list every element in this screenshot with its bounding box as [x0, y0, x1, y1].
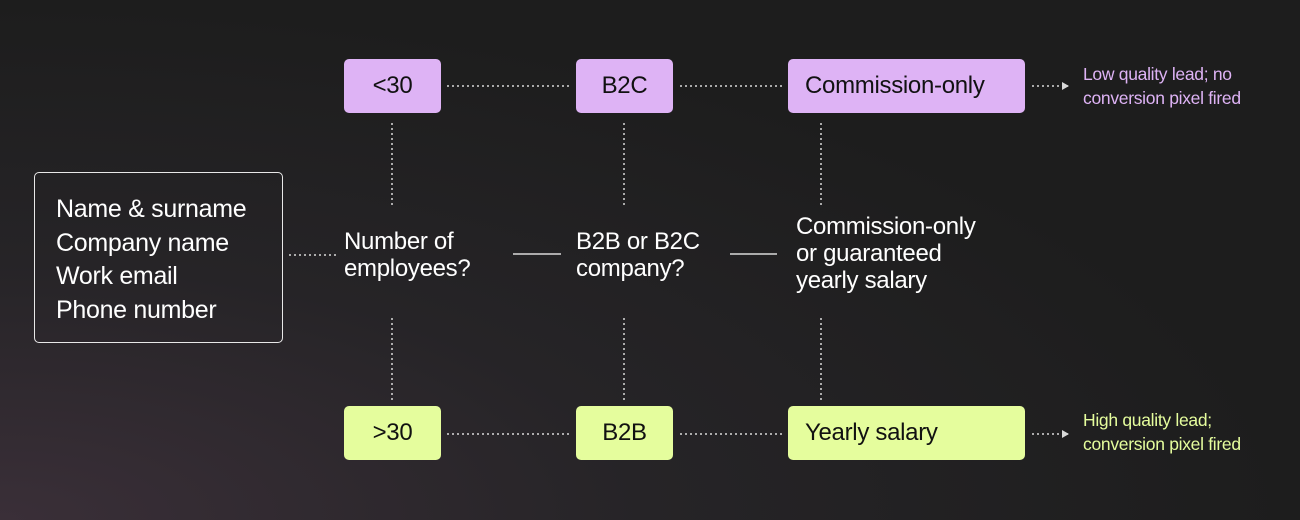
question-salary: Commission-only or guaranteed yearly sal… [796, 213, 976, 294]
question-business-model: B2B or B2C company? [576, 228, 700, 282]
pill-b2b: B2B [576, 406, 673, 460]
outcome-low-quality: Low quality lead; no conversion pixel fi… [1083, 62, 1241, 110]
form-field-company: Company name [56, 228, 229, 257]
question-employees: Number of employees? [344, 228, 471, 282]
pill-employees-gt30: >30 [344, 406, 441, 460]
question-employees-line-1: Number of [344, 228, 454, 255]
question-salary-line-1: Commission-only [796, 213, 976, 240]
question-employees-line-2: employees? [344, 255, 471, 282]
outcome-high-quality: High quality lead; conversion pixel fire… [1083, 408, 1241, 456]
outcome-low-line-1: Low quality lead; no [1083, 64, 1232, 84]
pill-b2c: B2C [576, 59, 673, 113]
form-field-name: Name & surname [56, 195, 247, 223]
form-field-phone: Phone number [56, 295, 217, 324]
question-business-line-1: B2B or B2C [576, 228, 700, 255]
outcome-high-line-1: High quality lead; [1083, 410, 1212, 430]
outcome-low-line-2: conversion pixel fired [1083, 88, 1241, 108]
form-field-email: Work email [56, 262, 178, 290]
question-salary-line-2: or guaranteed [796, 240, 942, 267]
pill-employees-lt30: <30 [344, 59, 441, 113]
pill-commission-only: Commission-only [788, 59, 1025, 113]
question-salary-line-3: yearly salary [796, 267, 927, 294]
question-business-line-2: company? [576, 255, 685, 282]
lead-form-box: Name & surname Company name Work email P… [34, 172, 283, 343]
outcome-high-line-2: conversion pixel fired [1083, 434, 1241, 454]
pill-yearly-salary: Yearly salary [788, 406, 1025, 460]
